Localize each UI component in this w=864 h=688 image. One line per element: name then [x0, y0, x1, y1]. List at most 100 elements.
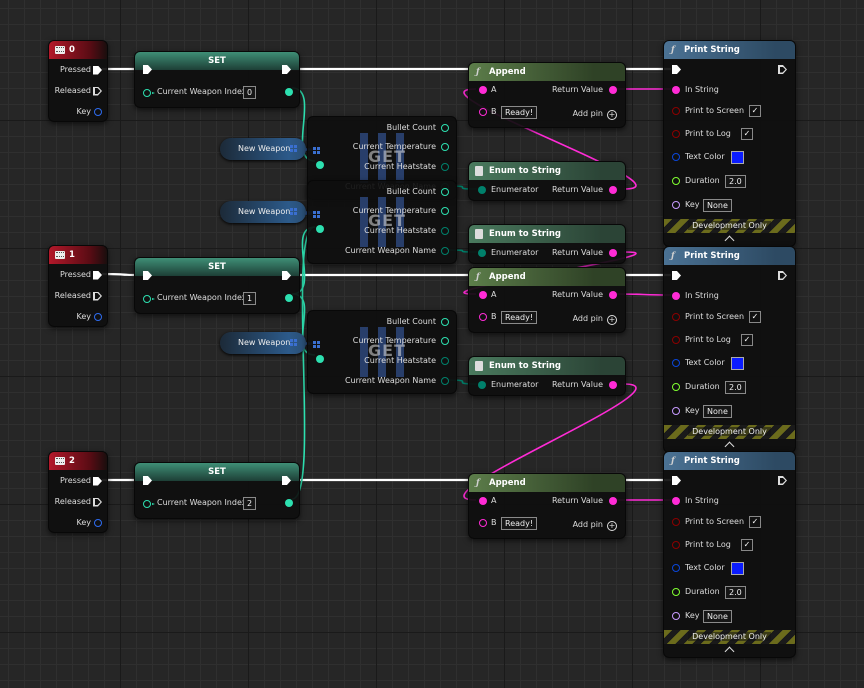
enumerator-input-pin[interactable]	[478, 249, 486, 257]
struct-output-pin[interactable]	[441, 163, 449, 171]
struct-output-pin[interactable]	[441, 357, 449, 365]
b-input-pin[interactable]	[479, 313, 487, 321]
a-input-pin[interactable]	[479, 497, 487, 505]
collapse-chevron-icon[interactable]	[724, 646, 734, 657]
new-weapon-variable[interactable]: New Weapon	[220, 332, 306, 354]
print-to-screen-input-pin[interactable]	[672, 518, 680, 526]
key-output-pin[interactable]	[94, 519, 102, 527]
exec-input-pin[interactable]	[143, 65, 152, 74]
struct-output-pin[interactable]	[441, 337, 449, 345]
text-color-input-pin[interactable]	[672, 359, 680, 367]
return-value-pin[interactable]	[609, 86, 617, 94]
duration-input-pin[interactable]	[672, 588, 680, 596]
struct-output-pin[interactable]	[441, 377, 449, 385]
new-weapon-variable[interactable]: New Weapon	[220, 201, 306, 223]
print-to-screen-input-pin[interactable]	[672, 313, 680, 321]
int-input-pin[interactable]	[143, 89, 155, 97]
exec-input-pin[interactable]	[143, 476, 152, 485]
released-exec-pin[interactable]	[93, 291, 102, 301]
exec-output-pin[interactable]	[778, 271, 787, 280]
released-exec-pin[interactable]	[93, 86, 102, 96]
text-color-swatch[interactable]	[731, 151, 744, 164]
text-color-swatch[interactable]	[731, 357, 744, 370]
key-output-pin[interactable]	[94, 108, 102, 116]
exec-input-pin[interactable]	[672, 271, 681, 280]
array-input-pin[interactable]	[313, 341, 323, 349]
struct-output-pin[interactable]	[441, 227, 449, 235]
text-color-input-pin[interactable]	[672, 153, 680, 161]
pressed-exec-pin[interactable]	[93, 476, 102, 486]
exec-output-pin[interactable]	[282, 476, 291, 485]
in-string-input-pin[interactable]	[672, 86, 680, 94]
return-value-pin[interactable]	[609, 381, 617, 389]
collapse-chevron-icon[interactable]	[724, 235, 734, 246]
struct-output-pin[interactable]	[441, 188, 449, 196]
pressed-exec-pin[interactable]	[93, 65, 102, 75]
enum-input-pin[interactable]	[316, 161, 324, 169]
pressed-exec-pin[interactable]	[93, 270, 102, 280]
key-input-pin[interactable]	[672, 612, 680, 620]
return-value-pin[interactable]	[609, 497, 617, 505]
struct-output-pin[interactable]	[441, 143, 449, 151]
text-color-input-pin[interactable]	[672, 564, 680, 572]
key-input-pin[interactable]	[672, 407, 680, 415]
struct-output-pin[interactable]	[441, 318, 449, 326]
duration-input-pin[interactable]	[672, 383, 680, 391]
int-output-pin[interactable]	[285, 294, 293, 302]
return-value-pin[interactable]	[609, 291, 617, 299]
exec-input-pin[interactable]	[672, 476, 681, 485]
new-weapon-variable[interactable]: New Weapon	[220, 138, 306, 160]
exec-output-pin[interactable]	[778, 476, 787, 485]
key-output-pin[interactable]	[94, 313, 102, 321]
add-pin-icon[interactable]: +	[607, 110, 617, 120]
int-output-pin[interactable]	[285, 88, 293, 96]
print-to-log-input-pin[interactable]	[672, 541, 680, 549]
enum-input-pin[interactable]	[316, 225, 324, 233]
b-input-pin[interactable]	[479, 519, 487, 527]
collapse-chevron-icon[interactable]	[724, 441, 734, 452]
int-input-pin[interactable]	[143, 500, 155, 508]
add-pin-icon[interactable]: +	[607, 315, 617, 325]
b-input-pin[interactable]	[479, 108, 487, 116]
return-value-pin[interactable]	[609, 249, 617, 257]
key-input-pin[interactable]	[672, 201, 680, 209]
in-string-input-pin[interactable]	[672, 292, 680, 300]
array-input-pin[interactable]	[313, 147, 323, 155]
struct-output-pin[interactable]	[441, 207, 449, 215]
return-value-pin[interactable]	[609, 186, 617, 194]
struct-output-pin[interactable]	[441, 124, 449, 132]
print-to-log-input-pin[interactable]	[672, 130, 680, 138]
enum-input-pin[interactable]	[316, 355, 324, 363]
print-to-screen-input-pin[interactable]	[672, 107, 680, 115]
enumerator-input-pin[interactable]	[478, 381, 486, 389]
exec-input-pin[interactable]	[143, 271, 152, 280]
duration-input-pin[interactable]	[672, 177, 680, 185]
a-input-pin[interactable]	[479, 291, 487, 299]
add-pin-icon[interactable]: +	[607, 521, 617, 531]
print-to-log-input-pin[interactable]	[672, 336, 680, 344]
array-input-pin[interactable]	[313, 211, 323, 219]
exec-output-pin[interactable]	[282, 65, 291, 74]
a-input-pin[interactable]	[479, 86, 487, 94]
enumerator-input-pin[interactable]	[478, 186, 486, 194]
exec-output-pin[interactable]	[282, 271, 291, 280]
int-input-pin[interactable]	[143, 295, 155, 303]
